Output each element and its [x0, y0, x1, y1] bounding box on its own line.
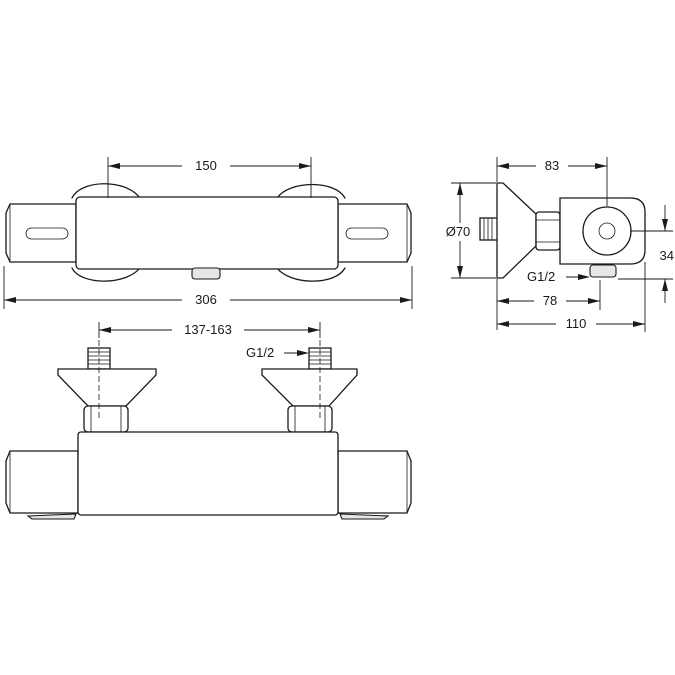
left-knob-slot [25, 227, 69, 240]
dim-overall-length [3, 266, 413, 309]
outlet-thread-leader [566, 274, 590, 280]
inlet-thread-leader [284, 350, 309, 356]
right-wall-disc [276, 183, 346, 282]
dim-top-centers [107, 156, 312, 198]
side-flange [496, 182, 537, 279]
left-knob [5, 203, 77, 263]
front-left-knob [5, 450, 79, 514]
left-wall-disc [71, 183, 141, 282]
dim-flange-diameter [440, 182, 496, 279]
outlet-nozzle [191, 267, 221, 280]
dim-side-34 [618, 205, 673, 303]
front-right-knob [337, 450, 412, 514]
dim-label-137-163: 137-163 [184, 322, 232, 337]
side-inlet-thread [479, 217, 499, 241]
dim-inlet-centers [98, 320, 321, 338]
dim-label-34: 34 [660, 248, 674, 263]
inlet-thread-label: G1/2 [246, 345, 274, 360]
dim-side-83 [496, 156, 608, 206]
dim-label-110: 110 [566, 316, 587, 331]
side-dial-center [598, 222, 616, 240]
side-nut [535, 211, 561, 251]
front-mixer-body [77, 431, 339, 516]
right-knob [337, 203, 412, 263]
right-flange [261, 368, 358, 407]
dim-side-110 [497, 262, 646, 332]
dim-label-o70: Ø70 [446, 224, 471, 239]
left-flange [57, 368, 157, 407]
side-outlet-nozzle [589, 264, 617, 278]
left-wall-foot [26, 513, 77, 520]
dim-label-306: 306 [195, 292, 217, 307]
top-view [5, 183, 412, 282]
right-knob-slot [345, 227, 389, 240]
right-wall-foot [339, 513, 390, 520]
dim-side-78 [496, 279, 601, 330]
mixer-body [75, 196, 339, 270]
dim-label-78: 78 [543, 293, 557, 308]
side-view [479, 182, 646, 279]
dim-label-150: 150 [195, 158, 217, 173]
dim-label-83: 83 [545, 158, 559, 173]
outlet-thread-label: G1/2 [527, 269, 555, 284]
front-view [5, 340, 412, 520]
side-dial [582, 206, 632, 256]
